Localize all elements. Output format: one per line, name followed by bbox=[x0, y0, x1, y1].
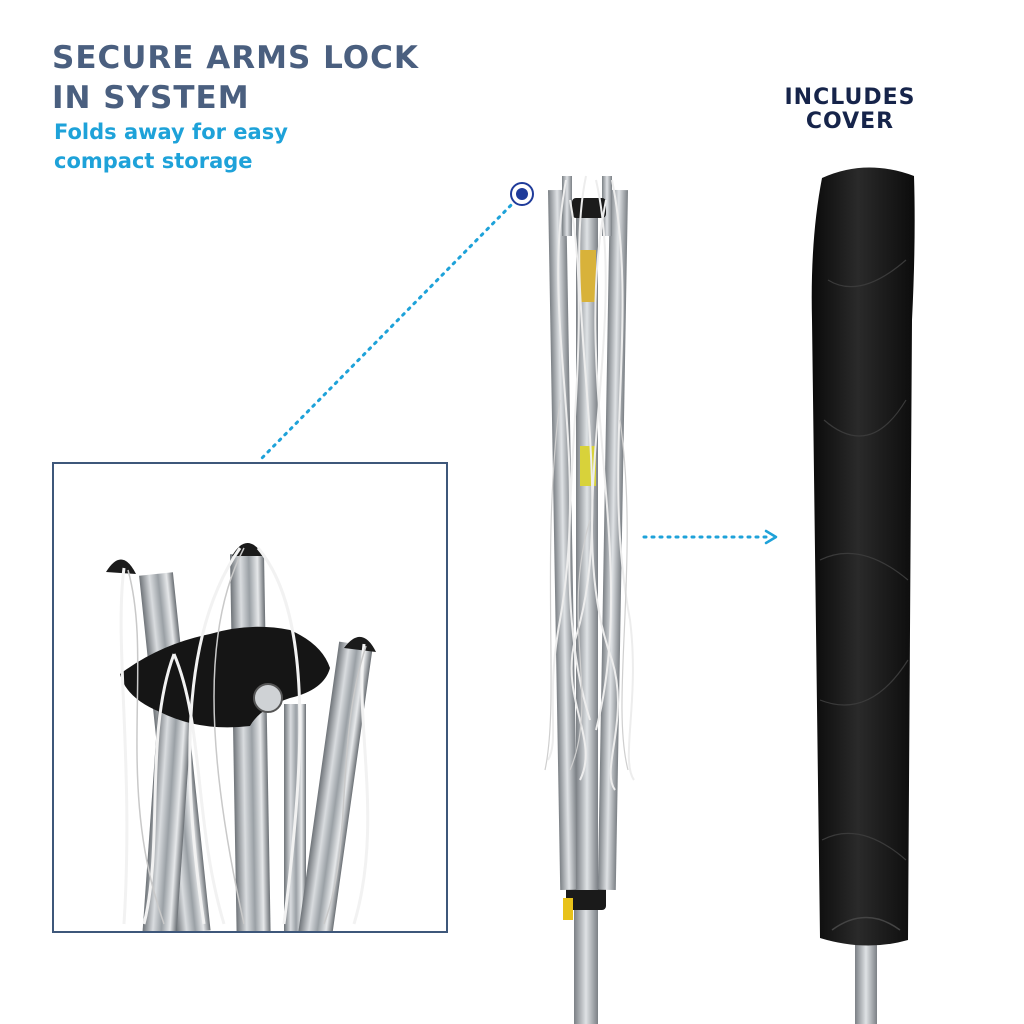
callout-dotted-line bbox=[260, 192, 524, 460]
badge-line-1: INCLUDES bbox=[784, 85, 916, 110]
callout-dot-icon bbox=[510, 182, 534, 206]
headline-line-1: SECURE ARMS LOCK bbox=[52, 40, 419, 76]
badge-line-2: COVER bbox=[805, 109, 895, 134]
arrow-right-icon bbox=[764, 529, 778, 545]
headline-line-2: IN SYSTEM bbox=[52, 80, 250, 116]
includes-cover-label: INCLUDES COVER bbox=[760, 86, 940, 134]
subheadline: Folds away for easy compact storage bbox=[54, 118, 288, 176]
covered-airer-image bbox=[811, 167, 915, 1024]
folded-airer-image bbox=[544, 175, 635, 1024]
headline: SECURE ARMS LOCK IN SYSTEM bbox=[52, 38, 419, 118]
subheadline-line-1: Folds away for easy bbox=[54, 120, 288, 144]
subheadline-line-2: compact storage bbox=[54, 149, 253, 173]
lock-mechanism-closeup-image bbox=[106, 543, 376, 931]
inset-closeup-frame bbox=[52, 462, 448, 933]
